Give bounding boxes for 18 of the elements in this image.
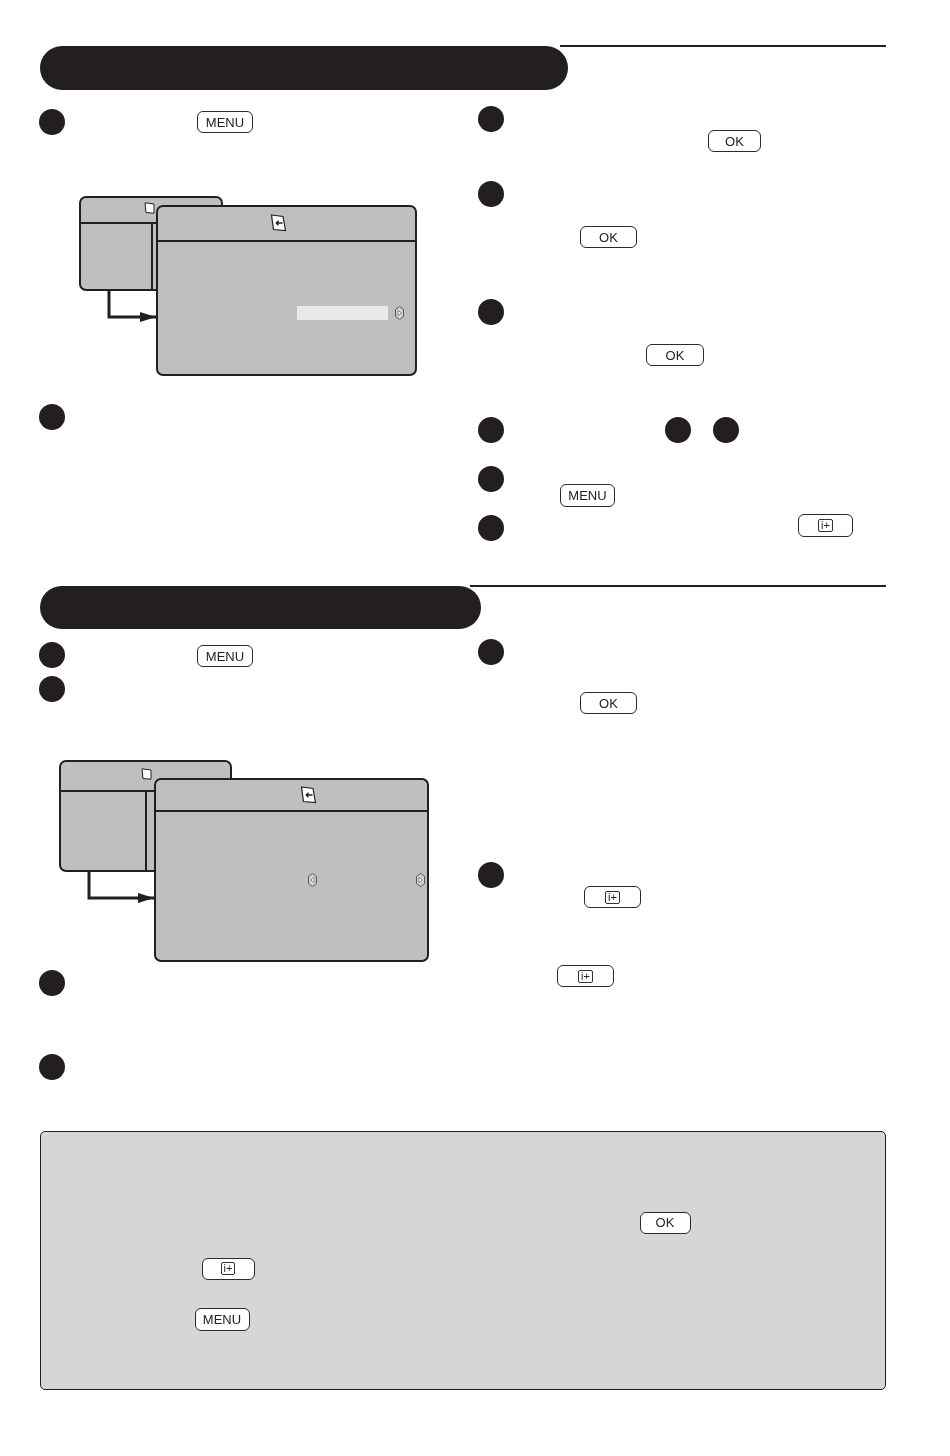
remote-button: MENU <box>197 111 253 133</box>
menu-screen <box>154 778 429 962</box>
remote-button: OK <box>580 692 637 714</box>
remote-button: MENU <box>560 484 615 507</box>
arrow <box>107 291 156 322</box>
note-panel <box>40 1131 886 1390</box>
remote-button: MENU <box>197 645 253 667</box>
remote-button: MENU <box>194 1307 250 1331</box>
arrow <box>87 872 154 903</box>
remote-button: OK <box>639 1211 691 1234</box>
remote-button: i+ <box>584 886 641 908</box>
remote-button: OK <box>646 344 704 366</box>
remote-button: OK <box>708 130 761 152</box>
remote-button: i+ <box>798 514 853 537</box>
remote-button: OK <box>580 226 637 248</box>
remote-button: i+ <box>201 1257 255 1280</box>
remote-button: i+ <box>557 965 614 987</box>
menu-screen <box>156 205 417 376</box>
